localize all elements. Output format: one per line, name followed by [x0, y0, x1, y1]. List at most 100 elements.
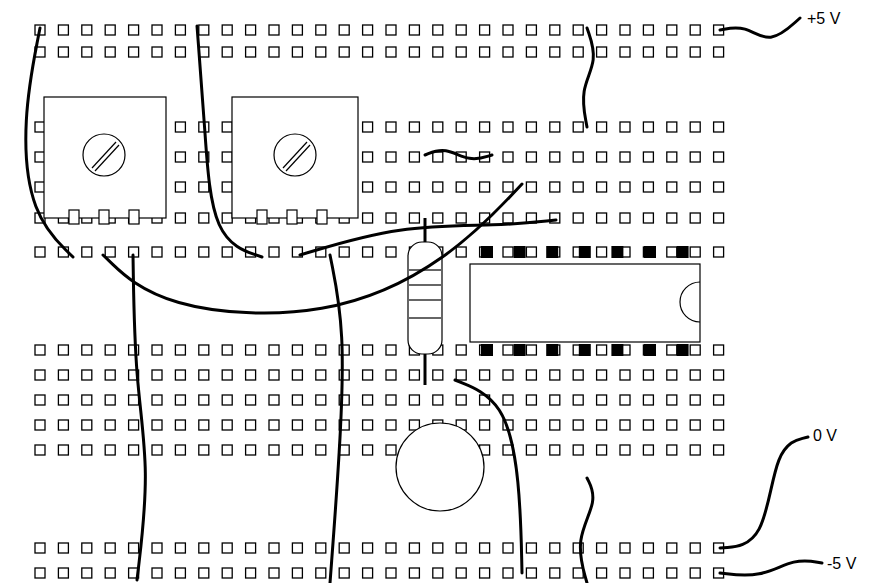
wire — [580, 478, 593, 583]
breadboard-hole — [152, 568, 162, 578]
breadboard-hole — [199, 543, 209, 553]
breadboard-hole — [526, 568, 536, 578]
breadboard-hole — [152, 247, 162, 257]
breadboard-hole — [456, 182, 466, 192]
breadboard-hole — [35, 247, 45, 257]
breadboard-hole — [222, 47, 232, 57]
breadboard-hole — [690, 395, 700, 405]
breadboard-hole — [386, 152, 396, 162]
breadboard-hole — [667, 420, 677, 430]
breadboard-hole — [597, 122, 607, 132]
rail-voltage-label: -5 V — [826, 555, 857, 573]
breadboard-hole — [480, 47, 490, 57]
breadboard-hole — [550, 568, 560, 578]
breadboard-hole — [690, 213, 700, 223]
breadboard-hole — [222, 152, 232, 162]
breadboard-hole — [409, 152, 419, 162]
wire — [133, 255, 145, 580]
breadboard-hole — [573, 370, 583, 380]
breadboard-hole — [620, 182, 630, 192]
breadboard-hole — [199, 213, 209, 223]
breadboard-hole — [620, 370, 630, 380]
breadboard-hole — [480, 370, 490, 380]
breadboard-hole — [222, 445, 232, 455]
breadboard-hole — [246, 568, 256, 578]
breadboard-hole — [35, 395, 45, 405]
breadboard-hole — [129, 420, 139, 430]
breadboard-hole — [152, 47, 162, 57]
breadboard-hole — [316, 25, 326, 35]
breadboard-hole — [643, 25, 653, 35]
breadboard-hole — [269, 395, 279, 405]
breadboard-hole — [503, 152, 513, 162]
breadboard-hole — [105, 395, 115, 405]
breadboard-hole — [480, 543, 490, 553]
breadboard-hole — [456, 370, 466, 380]
breadboard-hole — [597, 182, 607, 192]
breadboard-hole — [316, 420, 326, 430]
breadboard-hole — [58, 47, 68, 57]
breadboard-hole — [690, 25, 700, 35]
breadboard-hole — [550, 395, 560, 405]
breadboard-hole — [573, 445, 583, 455]
breadboard-hole — [58, 345, 68, 355]
breadboard-hole — [175, 47, 185, 57]
breadboard-hole — [456, 47, 466, 57]
breadboard-hole — [35, 445, 45, 455]
breadboard-holes — [35, 25, 724, 578]
breadboard-hole — [222, 395, 232, 405]
breadboard-hole — [620, 47, 630, 57]
breadboard-hole — [82, 568, 92, 578]
breadboard-hole — [246, 445, 256, 455]
breadboard-hole — [573, 152, 583, 162]
breadboard-hole — [597, 370, 607, 380]
breadboard-hole — [409, 370, 419, 380]
breadboard-hole — [363, 543, 373, 553]
breadboard-hole — [714, 370, 724, 380]
breadboard-hole — [433, 213, 443, 223]
breadboard-hole — [222, 568, 232, 578]
breadboard-hole — [597, 568, 607, 578]
breadboard-hole — [620, 122, 630, 132]
breadboard-hole — [316, 445, 326, 455]
breadboard-hole — [409, 47, 419, 57]
breadboard-hole — [409, 25, 419, 35]
breadboard-hole — [597, 395, 607, 405]
breadboard-hole — [456, 122, 466, 132]
breadboard-hole — [714, 420, 724, 430]
ic-pin — [644, 246, 656, 258]
breadboard-hole — [690, 370, 700, 380]
breadboard-hole — [573, 122, 583, 132]
breadboard-hole — [620, 445, 630, 455]
breadboard-hole — [339, 25, 349, 35]
breadboard-hole — [82, 345, 92, 355]
breadboard-hole — [386, 213, 396, 223]
breadboard-hole — [129, 47, 139, 57]
breadboard-hole — [175, 445, 185, 455]
breadboard-hole — [667, 152, 677, 162]
breadboard-hole — [456, 568, 466, 578]
breadboard-hole — [667, 122, 677, 132]
breadboard-hole — [35, 543, 45, 553]
breadboard-hole — [597, 420, 607, 430]
breadboard-hole — [409, 122, 419, 132]
breadboard-hole — [105, 420, 115, 430]
breadboard-hole — [643, 370, 653, 380]
breadboard-hole — [573, 213, 583, 223]
breadboard-hole — [526, 247, 536, 257]
wire — [720, 437, 808, 548]
breadboard-hole — [550, 152, 560, 162]
breadboard-hole — [269, 247, 279, 257]
breadboard-hole — [339, 47, 349, 57]
breadboard-hole — [363, 345, 373, 355]
breadboard-hole — [175, 370, 185, 380]
breadboard-hole — [667, 247, 677, 257]
breadboard-hole — [246, 47, 256, 57]
breadboard-hole — [199, 445, 209, 455]
wire — [720, 18, 800, 37]
breadboard-hole — [550, 543, 560, 553]
breadboard-hole — [363, 122, 373, 132]
breadboard-hole — [82, 370, 92, 380]
breadboard-hole — [643, 445, 653, 455]
breadboard-hole — [503, 543, 513, 553]
